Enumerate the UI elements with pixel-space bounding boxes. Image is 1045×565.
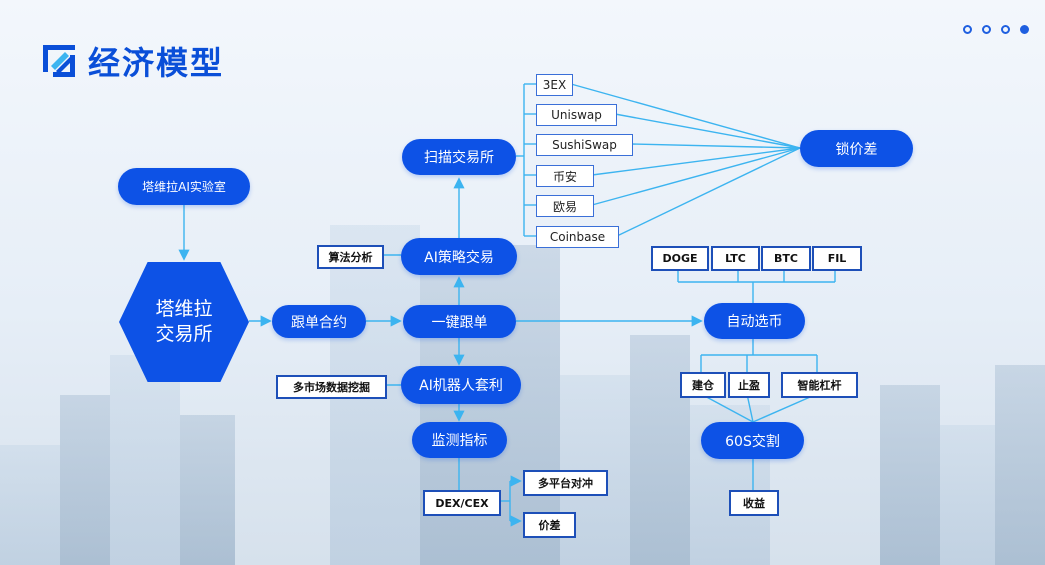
coin-fil: FIL (812, 246, 862, 271)
exchange-coinbase: Coinbase (536, 226, 619, 248)
tag-multi-hedge: 多平台对冲 (523, 470, 608, 496)
action-take-profit: 止盈 (728, 372, 770, 398)
pagination-dot-3[interactable] (1001, 25, 1010, 34)
coin-doge: DOGE (651, 246, 709, 271)
tag-dex-cex: DEX/CEX (423, 490, 501, 516)
pagination-dot-4[interactable] (1020, 25, 1029, 34)
pagination-dot-2[interactable] (982, 25, 991, 34)
pagination-dot-1[interactable] (963, 25, 972, 34)
node-60s-settle: 60S交割 (701, 422, 804, 459)
header: 经济模型 (40, 38, 224, 84)
exchange-binance: 币安 (536, 165, 594, 187)
tag-algo-analysis: 算法分析 (317, 245, 384, 269)
node-follow-contract: 跟单合约 (272, 305, 366, 338)
action-open-position: 建仓 (680, 372, 726, 398)
tag-data-mining: 多市场数据挖掘 (276, 375, 387, 399)
exchange-sushiswap: SushiSwap (536, 134, 633, 156)
node-ai-strategy: AI策略交易 (401, 238, 517, 275)
exchange-okx: 欧易 (536, 195, 594, 217)
node-exchange: 塔维拉交易所 (119, 262, 249, 382)
exchange-uniswap: Uniswap (536, 104, 617, 126)
node-monitor: 监测指标 (412, 422, 507, 458)
node-lab: 塔维拉AI实验室 (118, 168, 250, 205)
logo-icon (43, 45, 75, 77)
node-one-click: 一键跟单 (403, 305, 516, 338)
node-profit: 收益 (729, 490, 779, 516)
pagination-dots (963, 25, 1029, 34)
node-auto-pick: 自动选币 (704, 303, 805, 339)
node-ai-robot: AI机器人套利 (401, 366, 521, 404)
node-exchange-label: 塔维拉交易所 (155, 298, 213, 345)
coin-ltc: LTC (711, 246, 760, 271)
tag-price-diff: 价差 (523, 512, 576, 538)
coin-btc: BTC (761, 246, 811, 271)
node-scan-exchange: 扫描交易所 (402, 139, 516, 175)
action-smart-leverage: 智能杠杆 (781, 372, 858, 398)
page-title: 经济模型 (88, 44, 225, 82)
exchange-3ex: 3EX (536, 74, 573, 96)
node-lock-spread: 锁价差 (800, 130, 913, 167)
